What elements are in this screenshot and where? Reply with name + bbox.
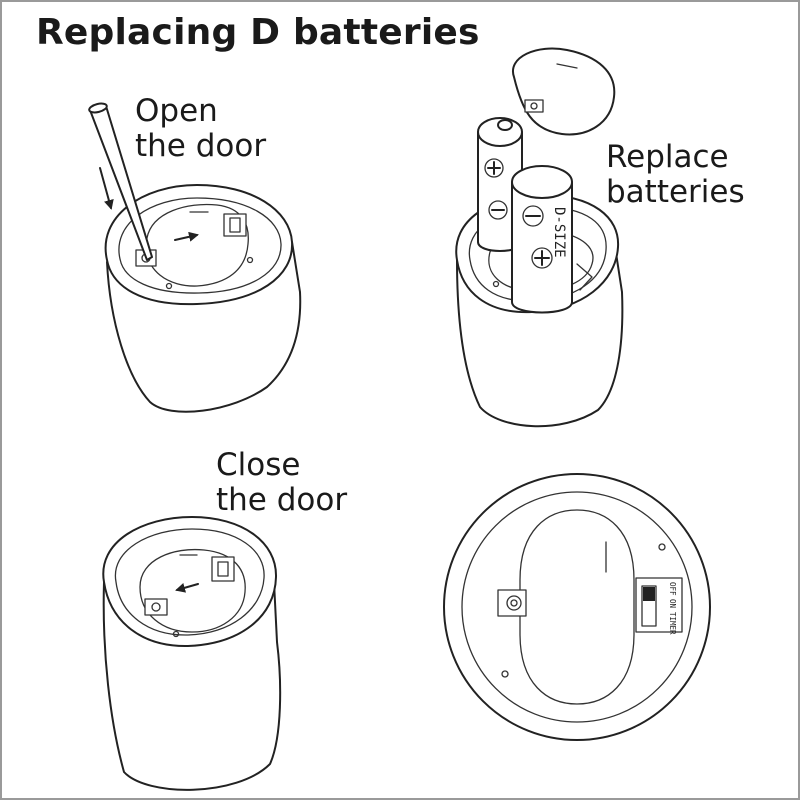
open-door-illustration bbox=[88, 102, 302, 413]
top-view-battery-door bbox=[519, 509, 635, 705]
close-switch-slider bbox=[217, 561, 229, 577]
top-view-inner-rim bbox=[461, 491, 693, 723]
step-open-line2: the door bbox=[135, 128, 267, 164]
removed-battery-door bbox=[511, 47, 616, 136]
step-open-line1: Open bbox=[135, 93, 218, 129]
removed-door-slot bbox=[556, 63, 578, 69]
screwdriver-end bbox=[88, 102, 108, 114]
top-view-screw-tab bbox=[497, 589, 527, 617]
open-screw-hole-left bbox=[165, 282, 173, 290]
battery-spring-contact bbox=[576, 263, 593, 291]
close-screw bbox=[151, 602, 161, 612]
replace-batteries-illustration: D-SIZE bbox=[455, 47, 624, 428]
step-replace-line1: Replace bbox=[606, 139, 729, 175]
open-battery-door bbox=[145, 203, 249, 287]
close-screw-hole bbox=[172, 630, 180, 638]
top-view-illustration: OFF ON TIMER bbox=[443, 473, 711, 741]
page-title: Replacing D batteries bbox=[36, 12, 480, 53]
top-view-screw-center bbox=[510, 599, 518, 607]
battery-size-label: D-SIZE bbox=[551, 207, 567, 258]
slide-left-arrow-icon bbox=[175, 582, 199, 593]
replace-screw-hole bbox=[492, 280, 500, 288]
top-view-switch-knob bbox=[643, 587, 655, 601]
battery-front: D-SIZE bbox=[511, 165, 573, 314]
removed-door-screw bbox=[530, 102, 538, 110]
close-cylinder-inner-rim bbox=[114, 528, 265, 636]
close-switch-block bbox=[211, 556, 235, 582]
open-cylinder-inner-rim bbox=[118, 197, 282, 294]
step-close-line1: Close bbox=[216, 447, 301, 483]
open-switch-slider bbox=[229, 217, 241, 233]
top-view-screw-hole-left bbox=[501, 670, 509, 678]
step-close-line2: the door bbox=[216, 482, 348, 518]
close-screw-tab bbox=[144, 598, 168, 616]
slide-right-arrow-icon bbox=[174, 231, 199, 242]
open-switch-block bbox=[223, 213, 247, 237]
switch-label-timer: TIMER bbox=[668, 612, 677, 635]
step-replace-line2: batteries bbox=[606, 174, 745, 210]
push-down-arrow-icon bbox=[99, 167, 114, 210]
step-replace-label: Replace batteries bbox=[606, 140, 745, 210]
step-open-label: Open the door bbox=[135, 94, 266, 164]
open-screw-hole-right bbox=[246, 256, 254, 264]
top-view-screw bbox=[506, 595, 522, 611]
top-view-switch-track bbox=[641, 585, 657, 627]
switch-label-on: ON bbox=[668, 599, 677, 608]
switch-label-off: OFF bbox=[668, 582, 677, 596]
removed-door-tab bbox=[524, 99, 544, 113]
top-view-screw-hole-right bbox=[658, 543, 666, 551]
step-close-label: Close the door bbox=[216, 448, 347, 518]
close-door-illustration bbox=[102, 516, 282, 791]
